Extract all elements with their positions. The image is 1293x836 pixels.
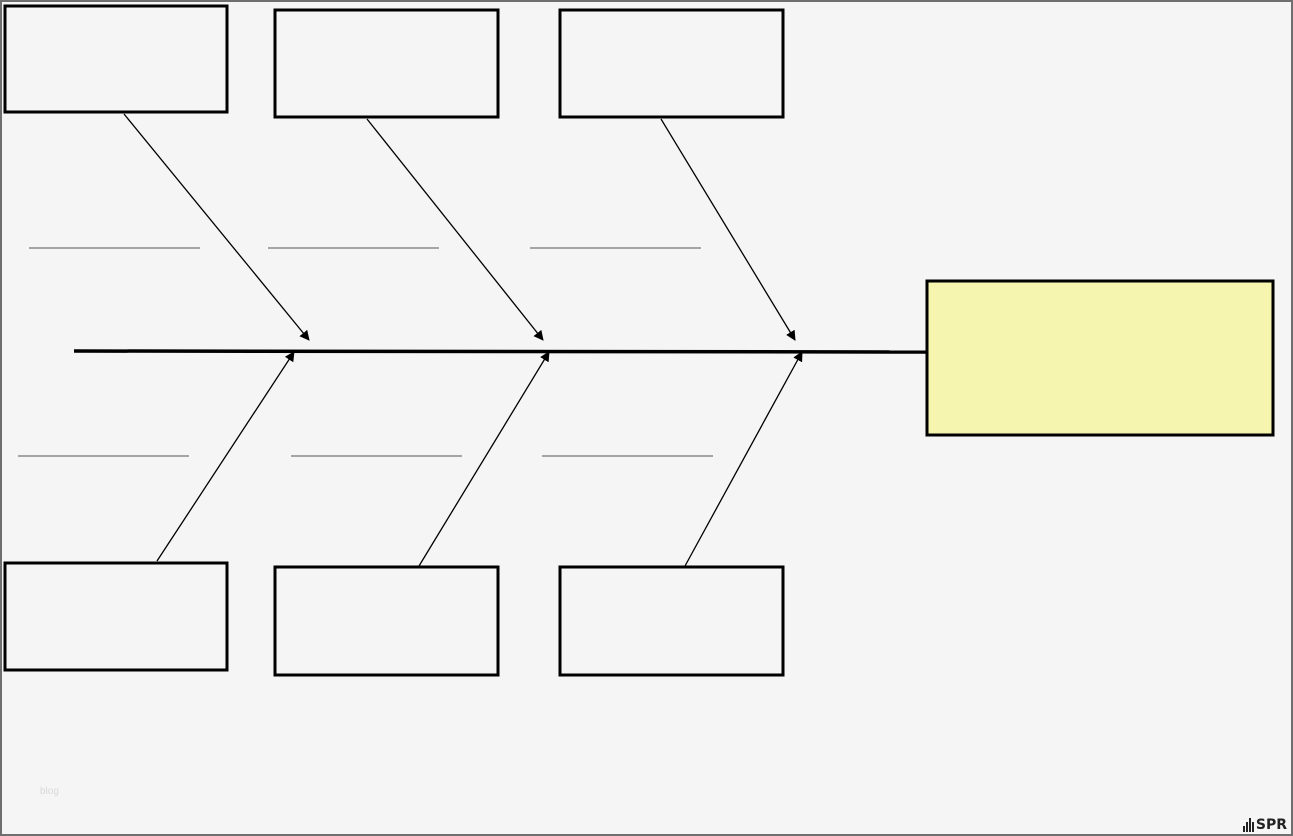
effect-box[interactable] <box>925 279 1275 437</box>
logo-bars-icon <box>1242 818 1254 832</box>
category-box-top-2[interactable] <box>273 8 500 119</box>
watermark-text: blog <box>40 786 59 797</box>
bone-arrow-bottom-1 <box>156 351 295 562</box>
category-box-top-3[interactable] <box>558 8 785 119</box>
category-box-bottom-1[interactable] <box>3 561 229 672</box>
spine-line <box>73 349 928 354</box>
bone-arrow-top-3 <box>660 118 796 341</box>
category-box-bottom-2[interactable] <box>273 565 500 677</box>
brand-logo: SPR <box>1242 817 1287 833</box>
category-box-bottom-3[interactable] <box>558 565 785 677</box>
bone-arrow-top-2 <box>366 118 544 341</box>
bone-arrow-top-1 <box>123 113 310 341</box>
category-box-top-1[interactable] <box>3 4 229 114</box>
bone-arrow-bottom-2 <box>418 351 550 567</box>
logo-text: SPR <box>1255 817 1287 833</box>
bone-arrow-bottom-3 <box>684 351 803 567</box>
